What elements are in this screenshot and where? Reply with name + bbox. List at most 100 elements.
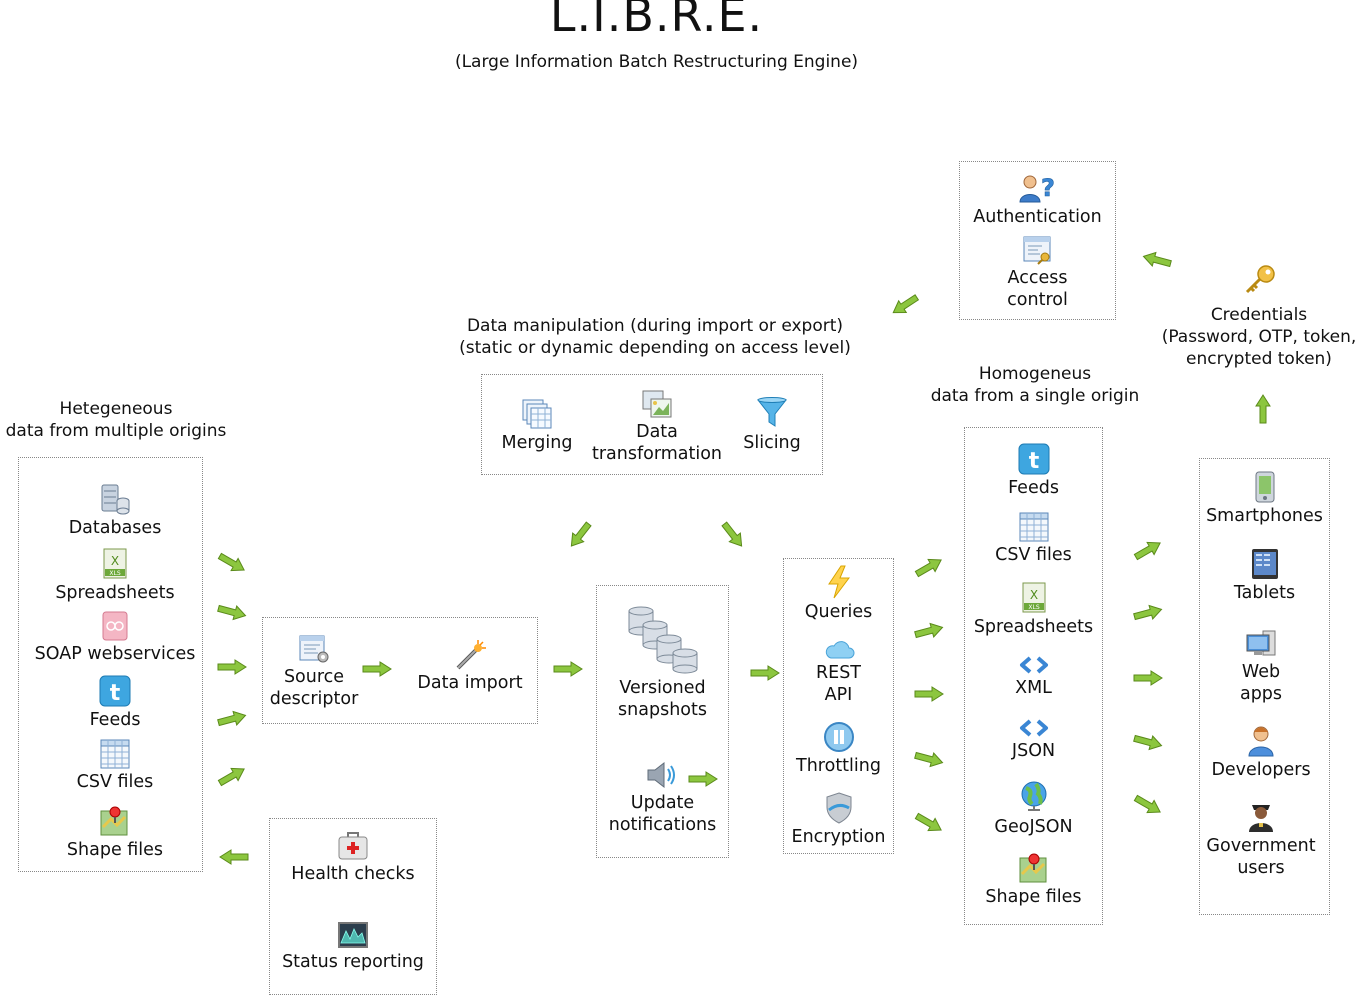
queries: Queries <box>783 565 894 623</box>
item-label: Encryption <box>791 827 886 847</box>
diagram-title: L.I.B.R.E. <box>549 0 764 42</box>
source-csv: CSV files <box>20 739 210 793</box>
svg-text:?: ? <box>1041 174 1055 202</box>
manipulation-box <box>481 374 823 475</box>
smartphone-icon <box>1255 471 1274 503</box>
key-icon <box>1245 265 1275 294</box>
diagram-subtitle: (Large Information Batch Restructuring E… <box>454 52 859 72</box>
rest-api: REST API <box>783 638 894 706</box>
map-pin-icon <box>1019 853 1046 883</box>
svg-text:X: X <box>1029 588 1037 602</box>
twitter-icon: t <box>99 675 131 707</box>
svg-text:XLS: XLS <box>109 570 120 577</box>
key-document-icon <box>1023 236 1050 265</box>
item-label: JSON <box>1011 741 1056 761</box>
arrow-right-icon <box>215 549 249 578</box>
item-label: CSV files <box>76 772 154 792</box>
first-aid-kit-icon <box>338 832 368 860</box>
lightning-icon <box>827 565 850 599</box>
arrow-down-left-icon <box>564 518 595 551</box>
monitor-chart-icon <box>338 922 368 948</box>
manipulation-caption: Data manipulation (during import or expo… <box>459 316 851 358</box>
arrow-right-icon <box>914 686 944 702</box>
code-brackets-icon <box>1019 656 1048 674</box>
item-label: Merging <box>501 433 573 453</box>
arrow-right-icon <box>1131 601 1164 624</box>
arrow-right-icon <box>553 661 583 677</box>
import-box <box>262 617 538 724</box>
consumer-web-apps: Web apps <box>1199 629 1323 705</box>
arrow-left-icon <box>1140 248 1173 271</box>
source-soap: SOAP webservices <box>20 611 210 665</box>
source-descriptor: Source descriptor <box>262 634 366 710</box>
arrow-right-icon <box>1133 670 1163 686</box>
arrow-right-icon <box>750 665 780 681</box>
item-label: Access control <box>1007 268 1068 310</box>
item-label: Tablets <box>1233 583 1296 603</box>
officer-icon <box>1249 805 1273 832</box>
shield-icon <box>826 792 851 824</box>
sources-box <box>18 457 203 872</box>
cloud-icon <box>825 641 854 659</box>
item-label: CSV files <box>995 545 1072 565</box>
output-geojson: GeoJSON <box>964 780 1103 838</box>
arrow-up-icon <box>1255 394 1271 424</box>
computer-icon <box>1246 630 1276 656</box>
consumer-tablets: Tablets <box>1199 548 1330 604</box>
svg-text:t: t <box>1028 449 1039 474</box>
consumers-box <box>1199 458 1330 915</box>
item-label: Data transformation <box>591 422 723 464</box>
throttling: Throttling <box>783 721 894 777</box>
arrow-left-icon <box>219 849 249 865</box>
status-reporting: Status reporting <box>269 921 437 973</box>
consumer-smartphones: Smartphones <box>1199 471 1330 527</box>
authentication: ? Authentication <box>959 172 1116 228</box>
consumer-developers: Developers <box>1199 725 1323 781</box>
item-label: Status reporting <box>282 952 424 972</box>
twitter-icon: t <box>1018 443 1049 475</box>
item-label: REST API <box>815 663 861 705</box>
item-label: Databases <box>68 518 162 538</box>
tablet-icon <box>1251 549 1278 579</box>
funnel-icon <box>756 397 788 427</box>
api-box <box>783 558 894 854</box>
arrow-right-icon <box>215 762 249 791</box>
versioned-snapshots: Versioned snapshots <box>596 605 729 721</box>
csv-grid-icon <box>1019 512 1048 542</box>
storage-box <box>596 585 729 858</box>
arrow-right-icon <box>912 809 946 838</box>
map-pin-icon <box>100 806 128 836</box>
item-label: SOAP webservices <box>34 644 196 664</box>
output-xml: XML <box>964 655 1103 699</box>
consumer-government: Government users <box>1199 799 1323 879</box>
database-stack-icon <box>628 606 697 674</box>
magic-wand-icon <box>456 640 486 670</box>
item-label: Health checks <box>291 864 415 884</box>
item-label: Update notifications <box>608 793 717 835</box>
soap-icon <box>102 611 128 641</box>
item-label: Queries <box>804 602 873 622</box>
item-label: Web apps <box>1239 662 1283 704</box>
arrow-right-icon <box>217 659 247 675</box>
pause-icon <box>823 722 854 752</box>
item-label: Throttling <box>796 756 881 776</box>
item-label: Government users <box>1206 836 1316 878</box>
arrow-right-icon <box>1131 730 1164 753</box>
credentials-caption: Credentials (Password, OTP, token, encry… <box>1161 305 1357 369</box>
output-feeds: t Feeds <box>964 443 1103 499</box>
globe-icon <box>1021 781 1046 811</box>
output-json: JSON <box>964 718 1103 762</box>
item-label: Feeds <box>1008 478 1059 498</box>
item-label: Shape files <box>985 887 1082 907</box>
update-notifications: Update notifications <box>596 760 729 836</box>
code-brackets-icon <box>1019 719 1048 737</box>
source-shape: Shape files <box>20 805 210 861</box>
svg-text:t: t <box>110 681 121 706</box>
user-question-icon: ? <box>1018 174 1055 203</box>
item-label: Spreadsheets <box>973 617 1094 637</box>
descriptor-gear-icon <box>299 635 329 663</box>
